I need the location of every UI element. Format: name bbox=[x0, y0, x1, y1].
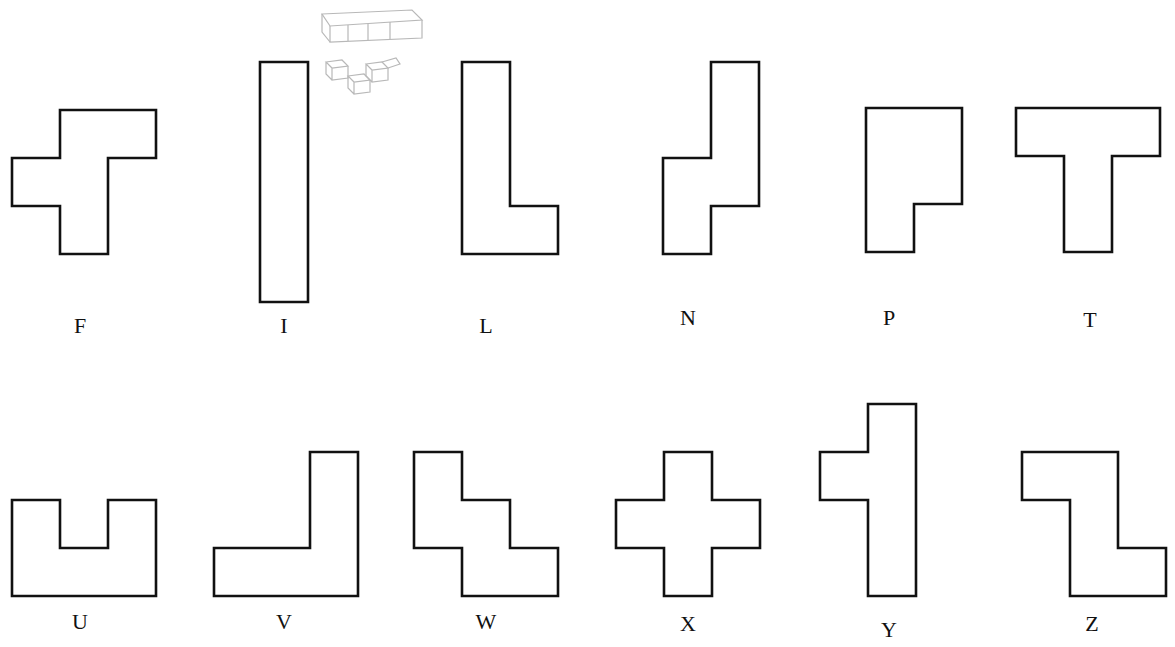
pencil-sketch bbox=[322, 10, 422, 94]
t-pentomino bbox=[1016, 108, 1160, 252]
z-pentomino bbox=[1022, 452, 1166, 596]
piece-letter: X bbox=[680, 613, 696, 635]
piece-letter: L bbox=[479, 315, 492, 337]
piece-letter: W bbox=[476, 611, 497, 633]
x-pentomino bbox=[616, 452, 760, 596]
piece-letter: N bbox=[680, 307, 696, 329]
piece-letter: U bbox=[72, 611, 88, 633]
n-pentomino bbox=[663, 62, 759, 254]
p-pentomino bbox=[866, 108, 962, 252]
piece-letter: P bbox=[883, 307, 895, 329]
v-pentomino bbox=[214, 452, 358, 596]
piece-letter: Z bbox=[1085, 613, 1098, 635]
f-pentomino bbox=[12, 110, 156, 254]
piece-letter: V bbox=[276, 611, 292, 633]
w-pentomino bbox=[414, 452, 558, 596]
i-pentomino bbox=[260, 62, 308, 302]
y-pentomino bbox=[820, 404, 916, 596]
u-pentomino bbox=[12, 500, 156, 596]
piece-letter: Y bbox=[881, 619, 897, 641]
piece-letter: T bbox=[1083, 309, 1096, 331]
piece-letter: I bbox=[280, 315, 287, 337]
l-pentomino bbox=[462, 62, 558, 254]
piece-letter: F bbox=[74, 315, 86, 337]
